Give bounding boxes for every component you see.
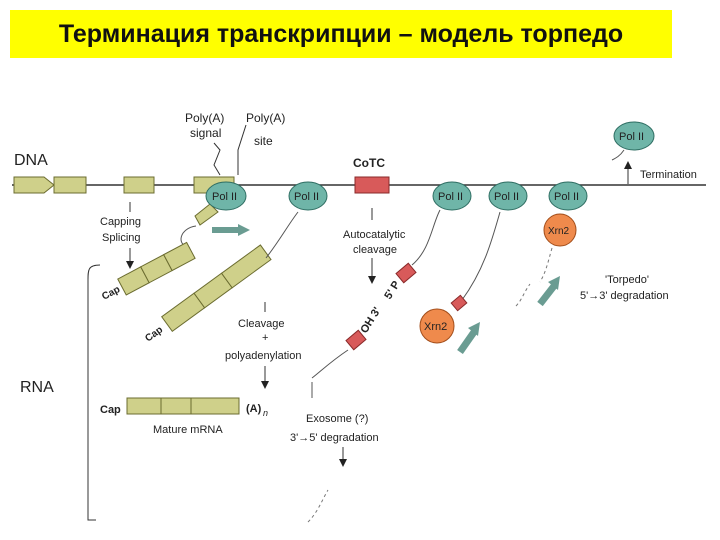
polya-signal-pointer bbox=[213, 142, 221, 176]
released-pol2-tail bbox=[611, 149, 625, 161]
slide-title: Терминация транскрипции – модель торпедо bbox=[58, 20, 624, 48]
cap-label-1: Cap bbox=[100, 284, 122, 303]
exosome-direction-label: 3'→5' degradation bbox=[290, 432, 379, 444]
polyadenylation-label: polyadenylation bbox=[225, 350, 301, 362]
mature-exon-2 bbox=[160, 397, 192, 415]
autocatalytic-label-2: cleavage bbox=[353, 244, 397, 256]
splicing-label: Splicing bbox=[102, 232, 141, 244]
transcript-2-tail bbox=[265, 211, 299, 259]
pol2-released bbox=[613, 121, 655, 151]
polya-tail-label: (A) bbox=[246, 403, 262, 415]
nascent-exon-stub bbox=[194, 203, 219, 226]
transcript-1-exon-3 bbox=[163, 241, 196, 272]
pol2-complex-5 bbox=[548, 181, 588, 211]
pol2-complex-4 bbox=[488, 181, 528, 211]
xrn2-label-2: Xrn2 bbox=[548, 226, 570, 237]
polya-site-label-2: site bbox=[254, 134, 273, 148]
pol2-complex-2 bbox=[288, 181, 328, 211]
mature-exon-1 bbox=[126, 397, 162, 415]
cap-label-3: Cap bbox=[100, 404, 121, 416]
pol2-label-3: Pol II bbox=[438, 191, 463, 203]
mature-mrna-label: Mature mRNA bbox=[153, 424, 223, 436]
transcript-2-exon-3 bbox=[220, 244, 272, 289]
cap-label-2: Cap bbox=[143, 324, 165, 344]
capping-label: Capping bbox=[100, 216, 141, 228]
termination-label: Termination bbox=[640, 169, 697, 181]
spliced-transcript-2 bbox=[161, 244, 272, 332]
xrn2-label-1: Xrn2 bbox=[424, 321, 447, 333]
pol2-4-transcript bbox=[461, 211, 501, 301]
mature-exon-3 bbox=[190, 397, 240, 415]
pol2-complex-1 bbox=[205, 181, 247, 211]
pol2-label-1: Pol II bbox=[212, 191, 237, 203]
xrn2-enzyme-1 bbox=[419, 308, 455, 344]
pol2-complex-3 bbox=[432, 181, 472, 211]
exon-1 bbox=[53, 176, 87, 194]
movement-arrowhead-1 bbox=[238, 224, 250, 236]
pol2-label-5: Pol II bbox=[554, 191, 579, 203]
movement-arrow-3 bbox=[537, 283, 557, 307]
torpedo-degraded-rna-2 bbox=[515, 283, 531, 307]
cotc-fragment-3prime bbox=[345, 329, 367, 351]
cleavage-label: Cleavage bbox=[238, 318, 284, 330]
polya-site-pointer bbox=[237, 124, 247, 175]
title-banner: Терминация транскрипции – модель торпедо bbox=[10, 10, 672, 58]
dna-label: DNA bbox=[14, 152, 48, 169]
plus-label: + bbox=[262, 332, 268, 344]
exosome-degraded-rna bbox=[307, 489, 329, 523]
promoter-arrow bbox=[13, 176, 55, 194]
rna-label: RNA bbox=[20, 379, 54, 396]
xrn2-enzyme-2 bbox=[543, 213, 577, 247]
polya-signal-label-1: Poly(A) bbox=[185, 111, 224, 125]
autocatalytic-label-1: Autocatalytic bbox=[343, 229, 406, 241]
cotc-element bbox=[354, 176, 390, 194]
pol2-label-released: Pol II bbox=[619, 131, 644, 143]
pol2-label-2: Pol II bbox=[294, 191, 319, 203]
xrn2-substrate-5p bbox=[450, 294, 468, 312]
oh3-label: OH 3' bbox=[358, 305, 383, 336]
movement-arrow-2 bbox=[457, 329, 477, 355]
cotc-fragment-5prime bbox=[395, 262, 417, 284]
rna-bracket bbox=[87, 264, 101, 521]
polya-tail-n: n bbox=[263, 408, 268, 418]
cleaved-rna-downstream bbox=[411, 209, 441, 266]
torpedo-label: 'Torpedo' bbox=[605, 274, 649, 286]
movement-arrowhead-3 bbox=[548, 276, 560, 290]
cotc-label: CoTC bbox=[353, 156, 385, 170]
exosome-label: Exosome (?) bbox=[306, 413, 368, 425]
pol2-label-4: Pol II bbox=[494, 191, 519, 203]
torpedo-direction-label: 5'→3' degradation bbox=[580, 290, 669, 302]
polya-signal-label-2: signal bbox=[190, 126, 221, 140]
movement-arrowhead-2 bbox=[468, 322, 480, 336]
p5-label: 5' P bbox=[382, 279, 402, 302]
torpedo-degraded-rna bbox=[539, 247, 553, 283]
polya-site-label-1: Poly(A) bbox=[246, 111, 285, 125]
cleaved-rna-upstream bbox=[311, 349, 349, 379]
spliced-transcript-1 bbox=[117, 241, 196, 296]
exon-2 bbox=[123, 176, 155, 194]
